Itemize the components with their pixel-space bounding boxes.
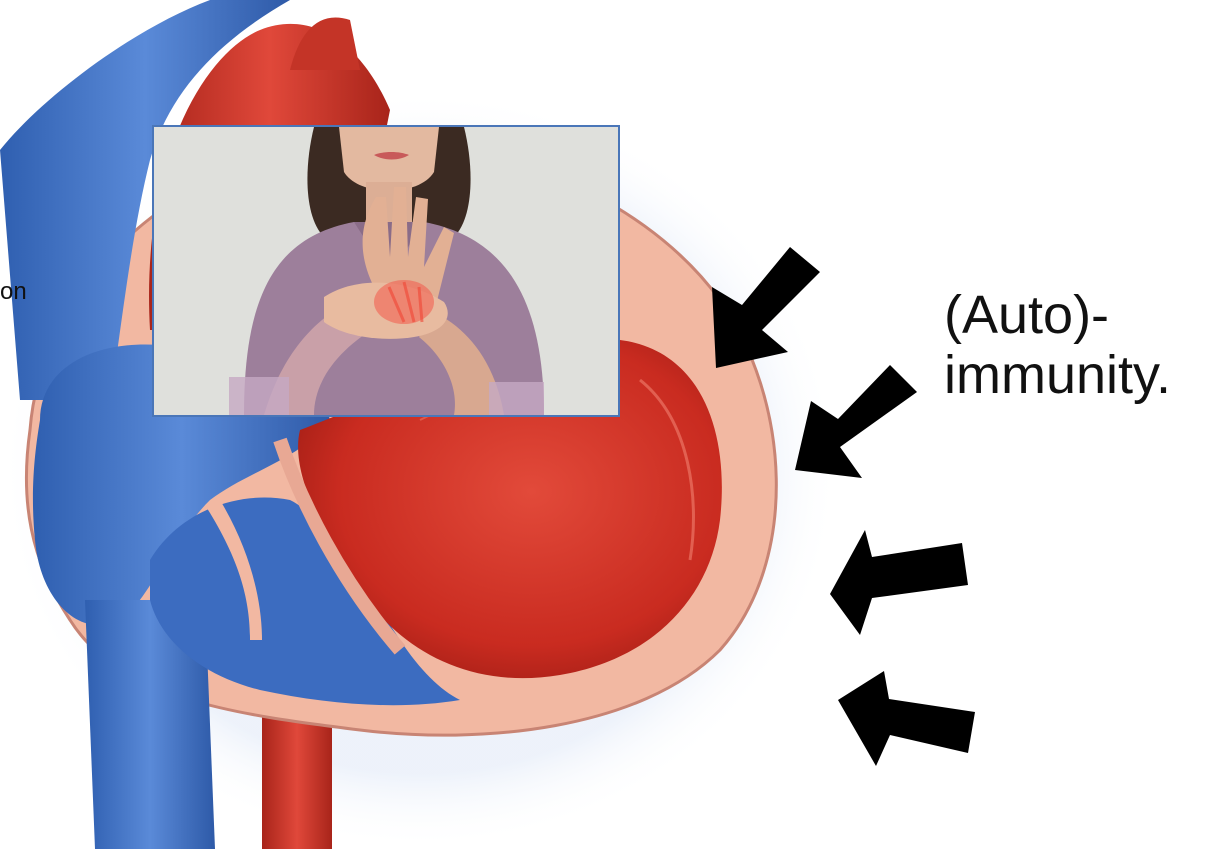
arrow-3: [830, 530, 968, 635]
autoimmunity-caption: (Auto)- immunity.: [944, 285, 1171, 405]
caption-line-1: (Auto)-: [944, 285, 1171, 345]
caption-line-2: immunity.: [944, 345, 1171, 405]
left-text-fragment: on: [0, 278, 27, 306]
arrow-1: [712, 247, 820, 368]
arrow-2: [795, 365, 917, 478]
arrow-4: [838, 671, 975, 766]
